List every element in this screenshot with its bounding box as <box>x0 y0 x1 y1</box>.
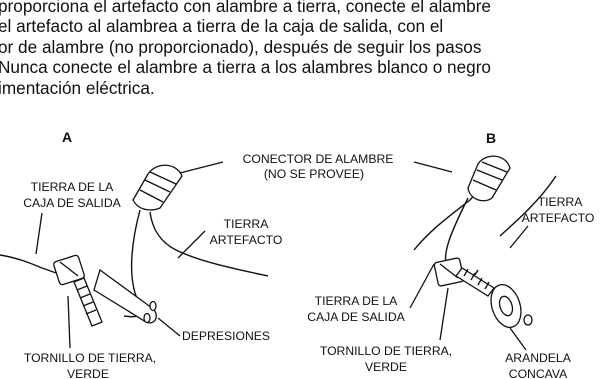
panel-a-illustration <box>0 164 269 327</box>
cup-washer-line1: ARANDELA <box>505 351 572 365</box>
wire-nut-ridges-icon <box>139 171 177 203</box>
fixture-ground-a-line1: TIERRA <box>224 217 270 231</box>
paragraph-line: or de alambre (no proporcionado), despué… <box>0 36 482 57</box>
outlet-ground-wire-b <box>413 171 478 251</box>
ground-screw-b-line1: TORNILLO DE TIERRA, <box>320 344 452 358</box>
wire-nut-ridges-icon <box>472 161 508 191</box>
nut-icon <box>523 314 533 326</box>
connector-label-line2: (NO SE PROVEE) <box>264 167 364 181</box>
fixture-ground-b-line2: ARTEFACTO <box>522 211 595 225</box>
ground-screw-shaft-a <box>73 277 103 327</box>
paragraph-line: imentación eléctrica. <box>0 77 155 98</box>
outlet-ground-b-line1: TIERRA DE LA <box>315 294 398 308</box>
leader-connector-b <box>413 161 453 173</box>
panel-b-illustration <box>413 155 557 329</box>
ground-screw-b-line2: VERDE <box>365 360 407 374</box>
dimple-icon <box>143 312 151 324</box>
screw-slot-icon <box>59 261 79 277</box>
wire-nut-b <box>467 155 511 202</box>
screw-thread-icon <box>76 285 97 315</box>
leader-cup-washer <box>509 327 527 351</box>
panel-a-label: A <box>62 129 72 145</box>
wire-nut-a <box>132 164 183 211</box>
ground-screw-a-line2: VERDE <box>67 367 109 379</box>
fixture-ground-b-line1: TIERRA <box>538 195 584 209</box>
outlet-ground-b-line2: CAJA DE SALIDA <box>307 310 405 324</box>
dimple-icon <box>149 300 157 312</box>
fixture-ground-wire-b <box>499 175 557 237</box>
instruction-paragraph: proporciona el artefacto con alambre a t… <box>0 0 601 98</box>
paragraph-line: Nunca conecte el alambre a tierra a los … <box>0 57 491 78</box>
dimples-label: DEPRESIONES <box>182 329 270 343</box>
screw-thread-icon <box>463 268 490 290</box>
leader-dimples <box>157 317 181 337</box>
leader-ground-screw-b <box>439 287 449 341</box>
ground-screw-a-line1: TORNILLO DE TIERRA, <box>24 351 156 365</box>
leader-outlet-ground-a <box>35 212 43 255</box>
connector-label-line1: CONECTOR DE ALAMBRE <box>243 152 394 166</box>
paragraph-line: proporciona el artefacto con alambre a t… <box>0 0 491 16</box>
fixture-ground-wire-a <box>149 211 269 277</box>
leader-outlet-ground-b <box>409 263 435 309</box>
leader-fixture-ground-a <box>177 230 206 259</box>
outlet-ground-a-line2: CAJA DE SALIDA <box>23 196 121 210</box>
leader-fixture-ground-b <box>509 225 529 249</box>
paragraph-line: el artefacto al alambrea a tierra de la … <box>0 16 444 37</box>
outlet-ground-a-line1: TIERRA DE LA <box>31 180 114 194</box>
panel-b-label: B <box>486 130 496 146</box>
cup-washer-line2: CONCAVA <box>509 367 568 379</box>
fixture-ground-a-line2: ARTEFACTO <box>210 233 283 247</box>
cup-washer-hole-icon <box>498 295 514 317</box>
leader-ground-screw-a <box>67 295 71 349</box>
screw-slot-icon <box>439 263 459 279</box>
